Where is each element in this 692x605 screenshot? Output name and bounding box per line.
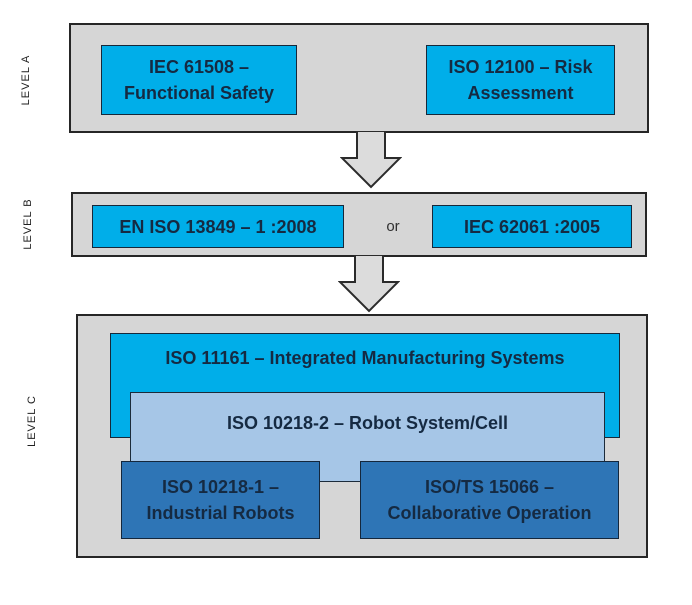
standard-box-en-iso-13849: EN ISO 13849 – 1 :2008	[92, 205, 344, 248]
down-arrow-icon	[339, 130, 403, 194]
level-a-container: IEC 61508 – Functional Safety ISO 12100 …	[69, 23, 649, 133]
level-c-label: LEVEL C	[26, 395, 38, 447]
standard-box-line: ISO 11161 – Integrated Manufacturing Sys…	[165, 348, 565, 368]
level-c-container: ISO 11161 – Integrated Manufacturing Sys…	[76, 314, 648, 558]
standard-box-iec-61508: IEC 61508 – Functional Safety	[101, 45, 297, 115]
level-b-container: EN ISO 13849 – 1 :2008 or IEC 62061 :200…	[71, 192, 647, 257]
standard-box-line: ISO 12100 – Risk	[448, 57, 593, 77]
standard-box-line: ISO/TS 15066 –	[424, 477, 555, 497]
standard-box-line: Functional Safety	[123, 83, 275, 103]
or-connector-text: or	[386, 217, 400, 235]
standard-box-iso-10218-1: ISO 10218-1 – Industrial Robots	[121, 461, 320, 539]
level-b-label: LEVEL B	[22, 198, 34, 250]
standard-box-line: ISO 10218-1 –	[161, 477, 280, 497]
standard-box-line: Industrial Robots	[146, 503, 295, 523]
standard-box-line: Assessment	[467, 83, 574, 103]
standard-box-iso-12100: ISO 12100 – Risk Assessment	[426, 45, 615, 115]
standard-box-line: Collaborative Operation	[387, 503, 592, 523]
standard-box-line: ISO 10218-2 – Robot System/Cell	[226, 413, 509, 433]
level-a-label: LEVEL A	[20, 54, 32, 106]
standard-box-iso-ts-15066: ISO/TS 15066 – Collaborative Operation	[360, 461, 619, 539]
standard-box-iec-62061: IEC 62061 :2005	[432, 205, 632, 248]
standard-box-line: IEC 61508 –	[148, 57, 250, 77]
down-arrow-icon	[337, 254, 401, 318]
